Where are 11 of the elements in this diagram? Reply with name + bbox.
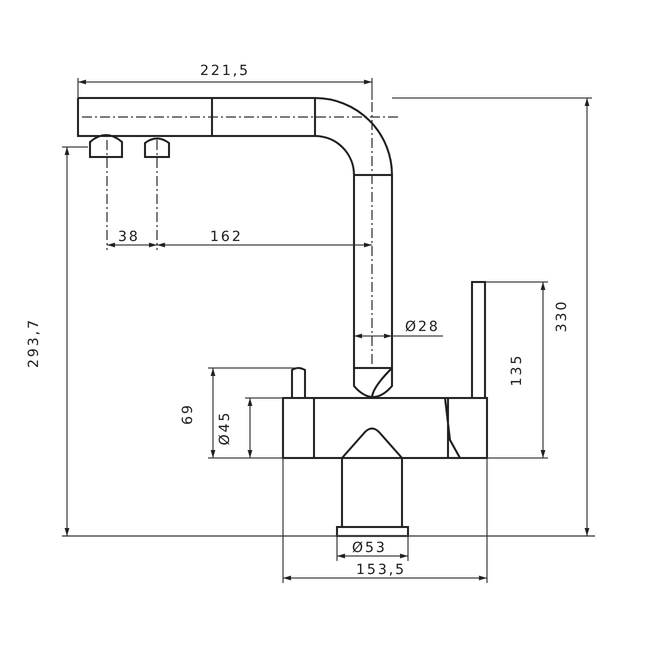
dimension-label: Ø45: [218, 410, 232, 446]
dimension-label: 153,5: [356, 563, 406, 577]
dimension-label: 162: [210, 230, 243, 244]
dimension-label: 221,5: [200, 64, 250, 78]
dimension-label: 69: [181, 403, 195, 425]
dimension-label: Ø28: [405, 320, 440, 334]
dimension-label: 135: [510, 354, 524, 386]
dimension-label: Ø53: [352, 541, 387, 555]
dimension-label: 38: [118, 230, 140, 244]
dimension-label: 330: [555, 300, 569, 332]
dimension-label: 293,7: [27, 318, 41, 368]
